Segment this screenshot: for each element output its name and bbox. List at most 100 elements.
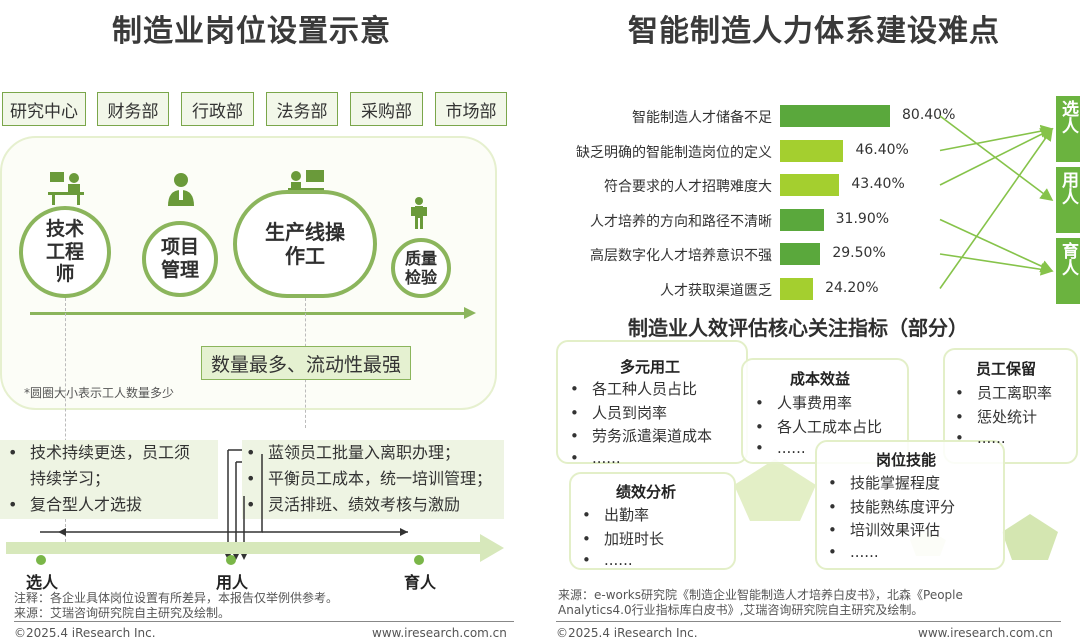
card-title-diversified: 多元用工 <box>620 358 681 376</box>
tag-use: 用人 <box>1056 167 1080 233</box>
bar <box>780 105 890 127</box>
bullet-dot: • <box>582 529 591 548</box>
card-item-text: 技能熟练度评分 <box>850 497 956 516</box>
bar-value-label: 80.40% <box>902 107 956 123</box>
bullet-dot: • <box>582 551 591 569</box>
bullet-dot: • <box>570 448 579 467</box>
bullet-left-1: • 技术持续更迭，员工须 <box>8 440 218 466</box>
left-source: 来源：艾瑞咨询研究院自主研究及绘制。 <box>14 606 231 620</box>
card-item-performance: •...... <box>582 551 633 569</box>
bar <box>780 139 844 162</box>
step-develop: 育人 <box>404 573 437 592</box>
bullet-left-2: •复合型人才选拔 <box>8 492 218 518</box>
card-item-retention: •...... <box>955 429 1006 447</box>
card-item-text: ...... <box>850 542 879 561</box>
card-item-text: ...... <box>777 439 806 457</box>
tag-develop: 育人 <box>1056 238 1080 304</box>
card-item-text: 加班时长 <box>604 529 665 548</box>
bar-arrow-line <box>939 218 1054 273</box>
bullet-right-1: •蓝领员工批量入离职办理； <box>246 440 504 466</box>
circle-size-note: *圆圈大小表示工人数量多少 <box>24 386 175 400</box>
card-item-skills: •培训效果评估 <box>828 519 940 540</box>
card-item-text: ...... <box>604 551 633 569</box>
bar <box>780 208 824 231</box>
bullet-dot: • <box>246 469 256 488</box>
bullet-dot: • <box>582 506 591 524</box>
highlight-box: 数量最多、流动性最强 <box>201 346 411 380</box>
bullet-dot: • <box>755 417 764 436</box>
card-item-text: 技能掌握程度 <box>850 474 941 492</box>
bullet-dot: • <box>570 403 579 422</box>
dept-legal: 法务部 <box>266 92 338 126</box>
role-engineer-line2: 工程 <box>45 240 84 263</box>
card-title-skills: 岗位技能 <box>876 451 937 469</box>
card-item-diversified: •...... <box>570 449 621 467</box>
bar-arrow-line <box>939 124 1054 152</box>
role-quality: 质量检验 <box>391 238 451 298</box>
card-item-text: 人员到岗率 <box>592 403 668 422</box>
bullet-left-2-text: 复合型人才选拔 <box>30 495 143 514</box>
bar-category-label: 高层数字化人才培养意识不强 <box>590 248 772 264</box>
role-line-operator: 生产线操作工 <box>233 190 377 298</box>
engineer-desk-icon <box>48 172 84 205</box>
manager-person-icon <box>168 173 194 206</box>
bar-category-label: 人才培养的方向和路径不清晰 <box>590 213 772 230</box>
bar-value-label: 43.40% <box>851 176 905 192</box>
card-item-text: ...... <box>977 429 1006 447</box>
card-item-cost: •...... <box>755 439 806 457</box>
role-quality-line2: 检验 <box>404 268 437 287</box>
card-title-performance: 绩效分析 <box>616 483 677 501</box>
role-project-line1: 项目 <box>160 236 199 259</box>
bullet-dot: • <box>8 443 18 462</box>
card-item-skills: •...... <box>828 543 879 561</box>
bar-arrows <box>939 115 1054 289</box>
bullet-left-1-text: 技术持续更迭，员工须 <box>30 443 191 462</box>
dept-research: 研究中心 <box>2 92 86 126</box>
right-copyright: ©2025.4 iResearch Inc. <box>556 626 698 640</box>
bullet-dot: • <box>246 443 256 462</box>
bar-arrow-line <box>939 128 1054 186</box>
role-engineer-line3: 师 <box>55 263 75 286</box>
inspector-figure-icon <box>411 197 427 229</box>
bar-value-label: 29.50% <box>832 245 886 261</box>
bullet-dot: • <box>755 394 764 412</box>
dept-purchase: 采购部 <box>350 92 423 126</box>
card-item-diversified: • 人员到岗率 <box>570 402 667 423</box>
role-project-mgmt: 项目管理 <box>142 221 218 297</box>
card-item-performance: • 加班时长 <box>582 528 664 549</box>
card-item-text: 各人工成本占比 <box>777 417 883 436</box>
right-site: www.iresearch.com.cn <box>918 626 1053 640</box>
bar-value-label: 46.40% <box>855 141 909 158</box>
tag-use-text: 用人 <box>1058 171 1078 205</box>
left-note: 注释：各企业具体岗位设置有所差异，本报告仅举例供参考。 <box>14 591 339 605</box>
dept-admin: 行政部 <box>181 92 254 126</box>
role-operator-line1: 生产线操 <box>265 220 345 244</box>
bar-value-label: 24.20% <box>825 279 879 296</box>
bullet-left-1b: 持续学习； <box>8 466 218 492</box>
roles-axis-arrow <box>30 307 476 319</box>
bullet-left-1b-text: 持续学习； <box>30 469 111 488</box>
card-diversified-employment <box>556 340 748 464</box>
step-use: 用人 <box>216 573 249 592</box>
left-copyright: ©2025.4 iResearch Inc. <box>14 626 156 640</box>
bar-category-label: 人才获取渠道匮乏 <box>660 282 772 299</box>
bullet-dot: • <box>570 427 579 445</box>
bullet-right-3-text: 灵活排班、绩效考核与激励 <box>268 495 461 514</box>
bullet-dot: • <box>755 439 764 457</box>
tag-select: 选人 <box>1056 96 1080 162</box>
bullet-dot: • <box>246 495 256 514</box>
bullet-dot: • <box>828 497 837 516</box>
left-site: www.iresearch.com.cn <box>372 626 507 640</box>
decor-pentagon-small <box>1002 514 1058 560</box>
bar-category-label: 智能制造人才储备不足 <box>632 110 772 126</box>
card-item-skills: •技能掌握程度 <box>828 472 940 493</box>
card-item-text: 惩处统计 <box>977 407 1038 426</box>
card-item-performance: •出勤率 <box>582 504 649 525</box>
left-footer-divider <box>14 621 514 622</box>
dash-line-engineer <box>65 298 66 542</box>
card-item-retention: •员工离职率 <box>955 382 1052 403</box>
bullet-right-2-text: 平衡员工成本，统一培训管理； <box>268 469 493 488</box>
bullet-box-left: • 技术持续更迭，员工须 持续学习； •复合型人才选拔 <box>0 440 218 519</box>
tag-develop-text: 育人 <box>1058 242 1078 276</box>
card-item-cost: • 各人工成本占比 <box>755 416 882 437</box>
